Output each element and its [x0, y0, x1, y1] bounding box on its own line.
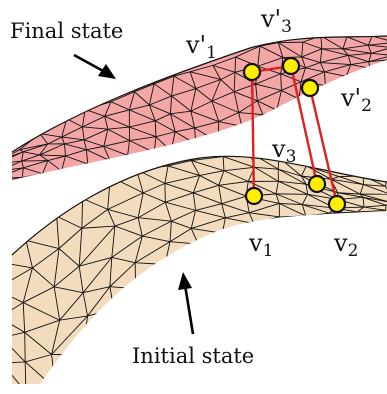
- initial-state-label: Initial state: [132, 344, 254, 368]
- final-state-arrow: [74, 55, 116, 79]
- initial-mesh-edge: [110, 170, 136, 177]
- final-mesh-edge: [196, 142, 218, 144]
- initial-mesh-edge: [56, 355, 83, 389]
- label-v1: v1: [248, 229, 273, 261]
- final-mesh-edge: [0, 178, 1, 181]
- initial-mesh-edge: [0, 363, 2, 390]
- label-v2-prime: v'2: [340, 84, 372, 116]
- initial-mesh-edge: [0, 317, 2, 337]
- label-v3-prime: v'3: [260, 5, 292, 37]
- label-v1-prime: v'1: [185, 31, 217, 63]
- final-state-label: Final state: [10, 19, 123, 43]
- vertex-v1: [246, 188, 262, 204]
- vertex-v2: [329, 196, 345, 212]
- label-v2: v2: [333, 229, 358, 261]
- final-mesh-edge: [171, 144, 196, 151]
- final-mesh-edge: [154, 151, 171, 152]
- initial-mesh-edge: [0, 390, 26, 392]
- initial-mesh-edge: [26, 389, 56, 392]
- vertex-v3-prime: [283, 58, 299, 74]
- vertex-v1-prime: [244, 64, 260, 80]
- initial-state-arrow: [178, 272, 193, 334]
- final-mesh-edge: [1, 177, 22, 181]
- vertex-v3: [309, 176, 325, 192]
- final-mesh-edge: [235, 57, 236, 72]
- initial-mesh-edge: [0, 263, 4, 290]
- final-mesh-edge: [278, 42, 303, 43]
- vertex-v2-prime: [302, 80, 318, 96]
- label-v3: v3: [271, 135, 296, 167]
